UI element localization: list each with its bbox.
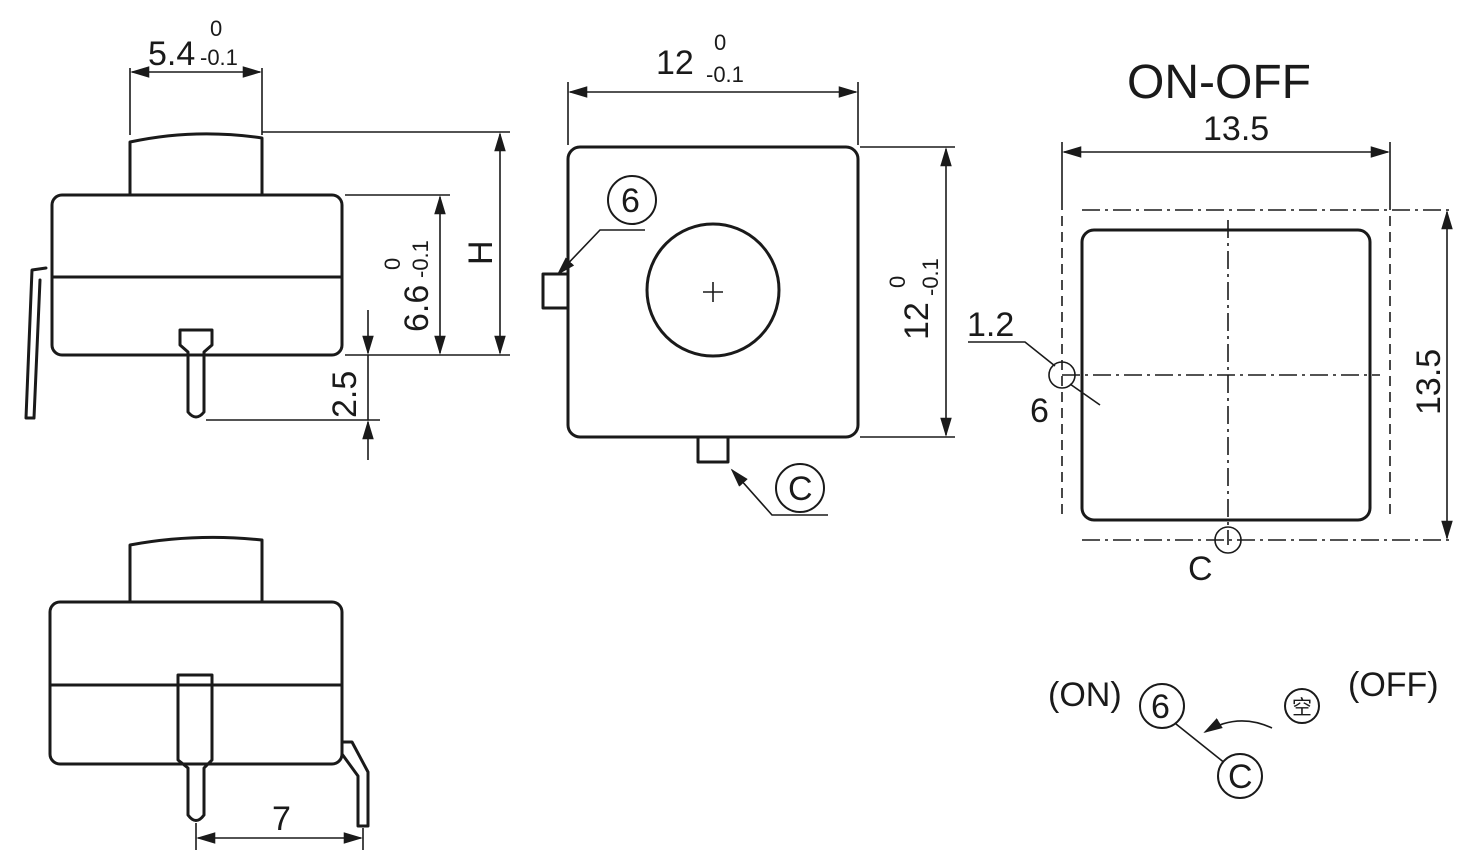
pinC-hole	[1214, 526, 1242, 554]
switch-body	[50, 193, 344, 357]
schematic-pin6-label: 6	[1151, 688, 1170, 726]
pinC-tab	[696, 435, 730, 464]
side-lead	[24, 266, 48, 420]
footprint-outline	[1080, 228, 1372, 522]
side-view: 5.4 0 -0.1 H 6.6 0 -0.1 2.5	[24, 16, 510, 460]
schematic-pinC	[1217, 753, 1263, 799]
actuator-circle	[645, 222, 781, 358]
body-height-dim: 6.6	[398, 285, 436, 332]
center-pin-front	[176, 673, 214, 822]
footprint-view: ON-OFF 13.5 13.5 1.2 6 C	[967, 56, 1453, 588]
pin-length-dim: 2.5	[326, 371, 364, 418]
schematic-empty-pin	[1284, 688, 1320, 724]
diagram-title: ON-OFF	[1127, 56, 1311, 109]
actuator-button-front	[128, 535, 264, 604]
pin6-tab	[541, 272, 570, 310]
top-height-tol-lower: -0.1	[918, 258, 943, 296]
footprint-width-dim: 13.5	[1203, 110, 1269, 148]
schematic-pin6	[1139, 683, 1185, 729]
body-height-tol-upper: 0	[380, 258, 405, 270]
actuator-button	[128, 132, 264, 197]
top-height-tol-upper: 0	[885, 276, 910, 288]
bottom-pin	[178, 328, 214, 419]
footprint-height-dim: 13.5	[1410, 349, 1448, 415]
pin6-callout-label: 6	[621, 182, 640, 220]
off-label: (OFF)	[1348, 666, 1439, 704]
switch-body-front	[48, 600, 344, 766]
height-dim-label: H	[462, 240, 500, 265]
footprint-pinC-label: C	[1188, 550, 1213, 588]
top-view: 12 0 -0.1 12 0 -0.1 6 C	[541, 30, 955, 516]
hole-diameter-dim: 1.2	[967, 306, 1014, 344]
top-width-dim: 12	[656, 44, 694, 82]
pin6-callout	[607, 175, 657, 225]
footprint-pin6-label: 6	[1030, 392, 1049, 430]
schematic-pinC-label: C	[1228, 758, 1253, 796]
schematic-empty-pin-label: 空	[1292, 696, 1312, 719]
pin6-hole	[1048, 361, 1076, 389]
button-width-tol-upper: 0	[210, 16, 222, 41]
front-view: 7	[48, 535, 370, 850]
on-label: (ON)	[1048, 676, 1122, 714]
pinC-callout-label: C	[788, 470, 813, 508]
switch-schematic: (ON) 6 C 空 (OFF)	[1048, 666, 1439, 799]
pin-spacing-dim: 7	[272, 800, 291, 838]
button-width-dim: 5.4	[148, 35, 195, 73]
button-width-tol-lower: -0.1	[200, 45, 238, 70]
top-width-tol-lower: -0.1	[706, 62, 744, 87]
side-lead-front	[340, 740, 370, 828]
top-height-dim: 12	[898, 302, 936, 340]
body-height-tol-lower: -0.1	[408, 240, 433, 278]
pinC-callout	[775, 463, 825, 513]
top-width-tol-upper: 0	[714, 30, 726, 55]
